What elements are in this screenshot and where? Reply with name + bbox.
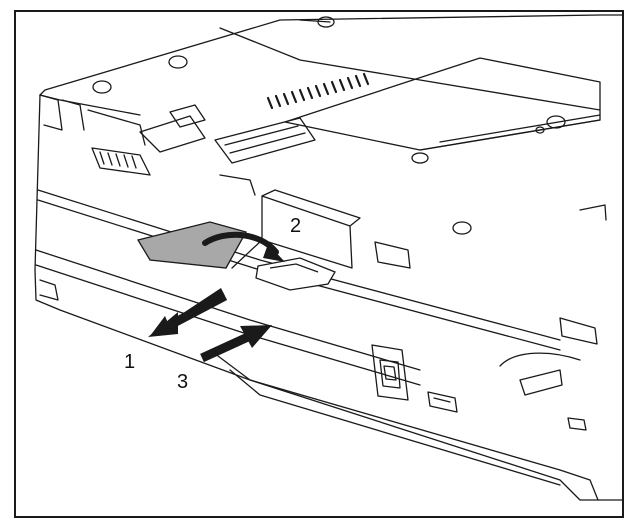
vent-grille xyxy=(266,72,370,110)
direction-arrow-icon xyxy=(148,288,228,337)
callout-step-3: 3 xyxy=(177,371,189,393)
screw-hole xyxy=(546,115,566,129)
usb-port xyxy=(427,391,458,413)
screw-hole xyxy=(411,152,429,164)
side-connector xyxy=(91,147,151,176)
screw-hole xyxy=(535,126,545,134)
screw-hole xyxy=(452,221,472,235)
screw-hole xyxy=(92,80,112,94)
sim-slot-housing xyxy=(261,195,353,269)
latch xyxy=(559,317,598,345)
sim-tray xyxy=(255,257,336,291)
screw-hole xyxy=(317,16,335,28)
callout-step-1: 1 xyxy=(124,351,136,373)
cover-panel xyxy=(284,57,601,151)
callout-step-2: 2 xyxy=(290,215,302,237)
screw-hole xyxy=(168,55,188,69)
sim-card-icon xyxy=(136,221,247,269)
direction-arrow-icon xyxy=(200,325,272,363)
lan-port xyxy=(371,344,409,401)
curved-arrow-icon xyxy=(202,231,285,262)
dock-connector xyxy=(214,117,316,164)
latch xyxy=(374,241,411,269)
chassis-outline xyxy=(39,14,622,96)
